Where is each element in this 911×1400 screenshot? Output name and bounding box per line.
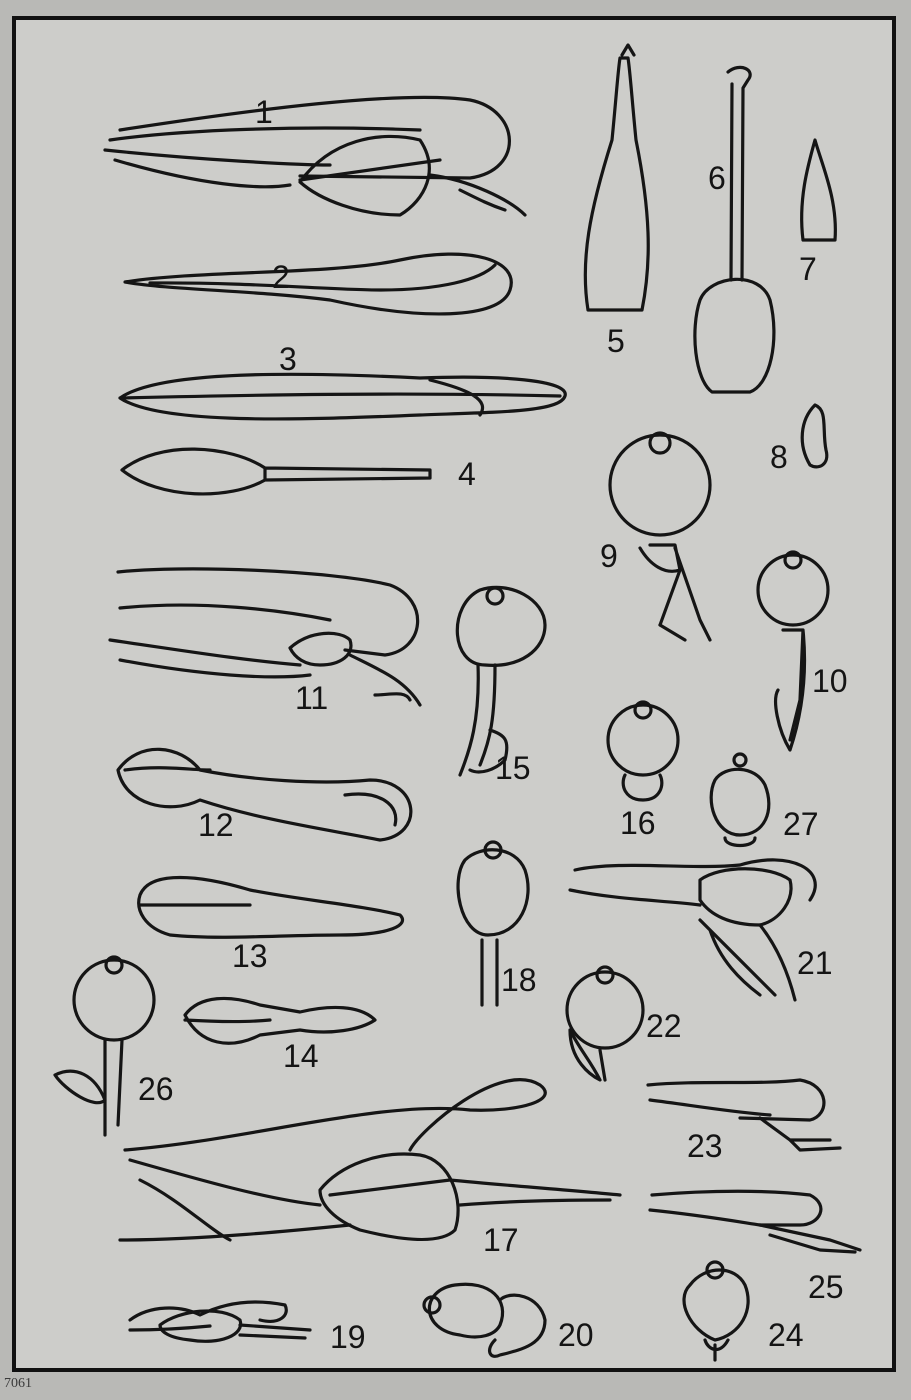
figure-label-25: 25 — [808, 1269, 844, 1305]
figure-label-23: 23 — [687, 1128, 723, 1164]
plate-frame — [14, 18, 894, 1370]
figure-label-20: 20 — [558, 1317, 594, 1353]
figure-label-21: 21 — [797, 945, 833, 981]
figure-label-22: 22 — [646, 1008, 682, 1044]
figure-label-12: 12 — [198, 807, 234, 843]
figure-label-27: 27 — [783, 806, 819, 842]
figure-label-24: 24 — [768, 1317, 804, 1353]
figure-label-16: 16 — [620, 805, 656, 841]
figure-label-18: 18 — [501, 962, 537, 998]
figure-label-1: 1 — [255, 94, 273, 130]
figure-label-8: 8 — [770, 439, 788, 475]
figure-label-3: 3 — [279, 341, 297, 377]
plate-corner-mark: 7061 — [4, 1376, 32, 1392]
figure-label-5: 5 — [607, 323, 625, 359]
figure-label-13: 13 — [232, 938, 268, 974]
figure-label-6: 6 — [708, 160, 726, 196]
figure-label-9: 9 — [600, 538, 618, 574]
figure-label-4: 4 — [458, 456, 476, 492]
figure-label-11: 11 — [295, 680, 328, 716]
figure-label-17: 17 — [483, 1222, 519, 1258]
figure-label-7: 7 — [799, 251, 817, 287]
figure-label-2: 2 — [272, 259, 290, 295]
figure-label-26: 26 — [138, 1071, 174, 1107]
figure-label-10: 10 — [812, 663, 848, 699]
figure-label-15: 15 — [495, 750, 531, 786]
figure-label-19: 19 — [330, 1319, 366, 1355]
figure-label-14: 14 — [283, 1038, 319, 1074]
